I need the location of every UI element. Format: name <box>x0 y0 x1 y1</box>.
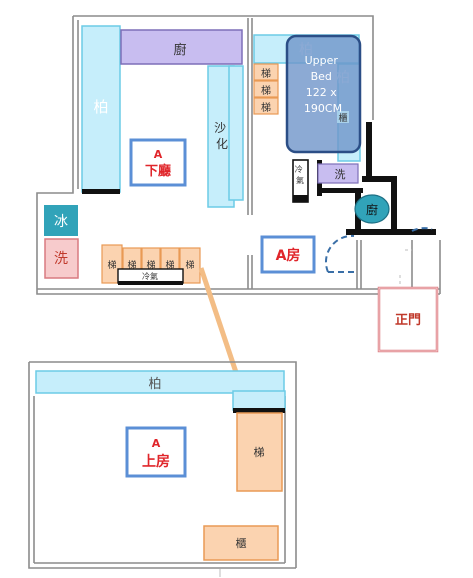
upper-cabinet-label: 柏 <box>148 377 161 392</box>
label-upper-line2: 上房 <box>142 453 170 470</box>
kitchen-cabinet: 廚 <box>120 29 243 65</box>
door-markers <box>399 249 412 290</box>
door-swings <box>325 227 433 273</box>
aircon-horizontal-label: 冷氣 <box>142 271 158 281</box>
stair-bottom-3: 梯 <box>146 259 155 271</box>
stair-right-3: 梯 <box>261 101 271 114</box>
upper-bottom-cabinet: 櫃 <box>203 525 279 561</box>
kitchen-cabinet-label: 廚 <box>173 42 186 58</box>
upper-stair-label: 梯 <box>254 446 265 459</box>
upper-bottom-cabinet-label: 櫃 <box>236 536 247 550</box>
fridge-label: 冰 <box>54 214 68 230</box>
upper-bed-cabinet-label: 櫃 <box>338 112 347 124</box>
sofa-label: 沙 化 <box>214 121 230 151</box>
aircon-horizontal: 冷氣 <box>117 268 184 285</box>
label-upper-line1: A <box>152 437 161 450</box>
kitchen-oval-label: 廚 <box>366 202 378 217</box>
lower-floor: 柏 廚 沙 化 柏 梯 梯 梯 <box>36 15 441 353</box>
aircon-vertical-label: 冷 氣 <box>295 164 306 185</box>
stairs-right: 梯 梯 梯 <box>253 63 279 115</box>
left-tall-cabinet-label: 柏 <box>93 98 108 116</box>
upper-cabinet: 柏 <box>35 370 286 413</box>
upper-bed-label: Upper Bed 122 x 190CM <box>304 54 342 115</box>
wash-basin-label: 洗 <box>335 168 346 181</box>
upper-stair: 梯 <box>236 412 283 492</box>
kitchen-oval: 廚 <box>354 194 390 224</box>
stair-right-2: 梯 <box>261 84 271 97</box>
upper-walls <box>28 361 297 569</box>
upper-bed: Upper Bed 122 x 190CM 櫃 <box>285 34 362 154</box>
label-hall-line1: A <box>154 148 163 161</box>
washer: 洗 <box>44 238 79 279</box>
label-room: A房 <box>260 235 316 274</box>
sofa: 沙 化 <box>207 65 244 208</box>
stair-right-1: 梯 <box>261 67 271 80</box>
aircon-vertical: 冷 氣 <box>292 159 309 203</box>
label-hall: A 下廳 <box>129 138 187 187</box>
wash-basin: 洗 <box>317 163 359 184</box>
left-tall-cabinet: 柏 <box>81 25 121 194</box>
washer-label: 洗 <box>54 251 68 267</box>
stair-bottom-2: 梯 <box>127 259 136 271</box>
front-door-label: 正門 <box>395 313 421 328</box>
fridge: 冰 <box>44 205 78 236</box>
stair-bottom-5: 梯 <box>185 259 194 271</box>
upper-floor: 柏 梯 櫃 A 上房 <box>28 361 297 577</box>
stair-bottom-4: 梯 <box>165 259 174 271</box>
label-upper-room: A 上房 <box>125 426 187 478</box>
lower-walls <box>36 15 441 295</box>
label-hall-line2: 下廳 <box>145 163 171 179</box>
stair-bottom-1: 梯 <box>107 259 116 271</box>
front-door: 正門 <box>377 286 439 353</box>
label-room-text: A房 <box>276 247 301 264</box>
